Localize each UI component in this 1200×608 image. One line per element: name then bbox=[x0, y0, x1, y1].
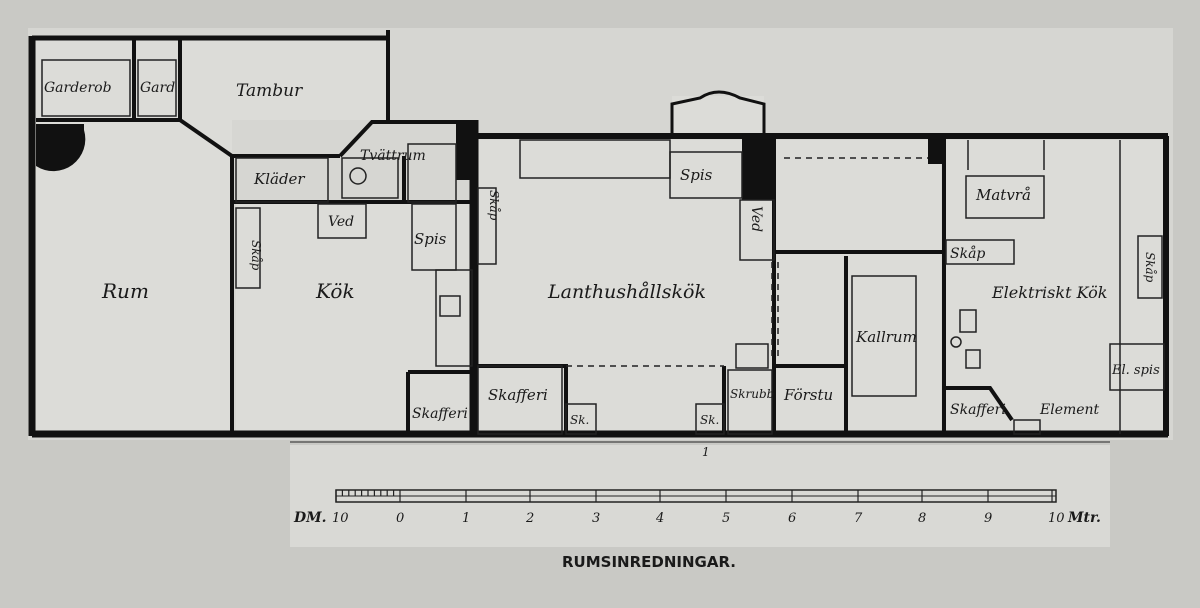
label-forstu: Förstu bbox=[783, 386, 833, 404]
label-skafferi-country: Skafferi bbox=[488, 386, 548, 404]
label-sk-left: Sk. bbox=[570, 413, 589, 427]
label-ved-kitchen: Ved bbox=[328, 214, 354, 230]
label-rum: Rum bbox=[101, 279, 149, 303]
label-tambur: Tambur bbox=[236, 81, 303, 101]
label-el-spis: El. spis bbox=[1111, 363, 1160, 378]
label-ved-country: Ved bbox=[748, 206, 764, 232]
label-gard: Gard bbox=[140, 80, 175, 96]
fixtures bbox=[41, 59, 1165, 435]
section-marker: 1 bbox=[702, 445, 710, 459]
scale-labels: 10 0 1 2 3 4 5 6 7 8 9 10 bbox=[332, 511, 1065, 526]
label-skap-country: Skåp bbox=[487, 190, 502, 221]
scale-bar: 10 0 1 2 3 4 5 6 7 8 9 10 DM. Mtr. bbox=[293, 489, 1101, 526]
label-spis-country: Spis bbox=[680, 166, 713, 184]
scale-left-unit: DM. bbox=[293, 510, 327, 526]
label-kallrum: Kallrum bbox=[855, 328, 917, 346]
scale-right-unit: Mtr. bbox=[1067, 510, 1101, 526]
chimneys bbox=[36, 120, 946, 200]
scale-tick-label: 5 bbox=[722, 511, 730, 526]
label-sk-right: Sk. bbox=[700, 413, 719, 427]
scale-tick-label: 2 bbox=[525, 511, 534, 526]
bay-alcove bbox=[670, 90, 766, 136]
label-garderob: Garderob bbox=[44, 80, 112, 96]
scale-tick-label: 7 bbox=[854, 511, 863, 526]
label-skap-right: Skåp bbox=[1143, 252, 1158, 283]
scale-tick-label: 9 bbox=[984, 511, 992, 526]
room-fills bbox=[36, 40, 1166, 432]
caption: RUMSINREDNINGAR. bbox=[562, 553, 736, 571]
scale-tick-label: 1 bbox=[462, 511, 470, 526]
label-skrubb: Skrubb bbox=[730, 387, 774, 401]
outer-walls bbox=[28, 30, 1169, 438]
scale-tick-label: 10 bbox=[1048, 511, 1065, 526]
label-element: Element bbox=[1039, 402, 1100, 418]
scale-ticks bbox=[335, 490, 1053, 502]
scale-tick-label: 3 bbox=[592, 511, 600, 526]
scale-tick-label: 10 bbox=[332, 511, 349, 526]
room-labels: Garderob Gard Tambur Tvättrum Kläder Ved… bbox=[44, 80, 1160, 427]
scale-tick-label: 4 bbox=[655, 511, 664, 526]
label-spis-kitchen: Spis bbox=[414, 230, 447, 248]
label-tvattrum: Tvättrum bbox=[360, 148, 426, 164]
label-matvra: Matvrå bbox=[975, 186, 1031, 204]
label-kok: Kök bbox=[315, 279, 355, 303]
scale-tick-label: 6 bbox=[788, 511, 796, 526]
label-skap-electric: Skåp bbox=[950, 245, 985, 262]
label-skafferi-kitchen: Skafferi bbox=[412, 406, 468, 422]
scale-tick-label: 0 bbox=[396, 511, 404, 526]
label-klader: Kläder bbox=[253, 170, 305, 188]
scale-tick-label: 8 bbox=[918, 511, 926, 526]
label-skap-kitchen: Skåp bbox=[249, 240, 264, 271]
label-elektriskt-kok: Elektriskt Kök bbox=[991, 283, 1107, 302]
label-lanthushallskok: Lanthushållskök bbox=[547, 281, 706, 303]
label-skafferi-electric: Skafferi bbox=[950, 402, 1006, 418]
